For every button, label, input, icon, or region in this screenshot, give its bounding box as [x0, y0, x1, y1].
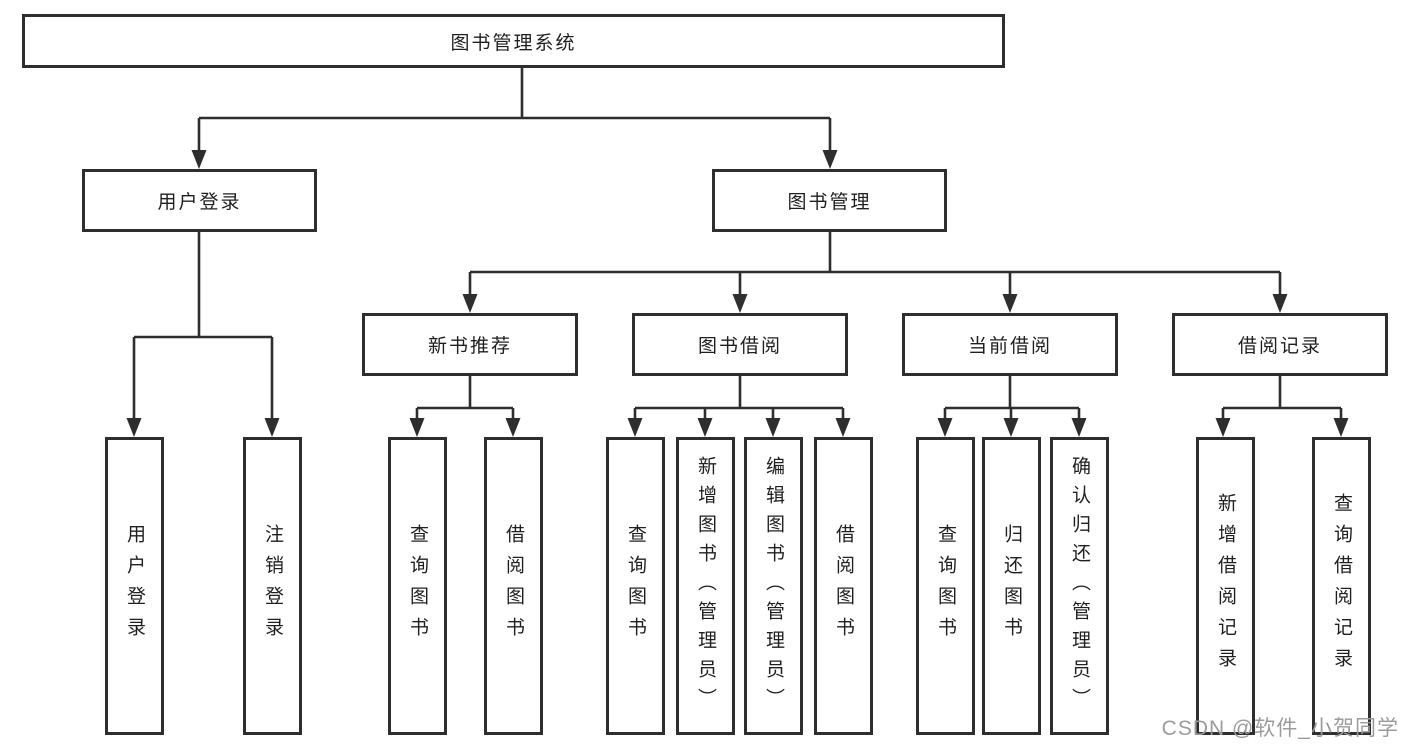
- leaf-confirm-return-admin: 确认归还（管理员）: [1050, 437, 1109, 735]
- book-borrow-connectors: [633, 376, 845, 420]
- borrow-records-connectors: [1221, 376, 1343, 420]
- node-current-borrow: 当前借阅: [902, 313, 1118, 376]
- leaf-query-book-current: 查询图书: [916, 437, 975, 735]
- leaf-query-book-borrow: 查询图书: [606, 437, 665, 735]
- book-management-connectors: [468, 232, 1282, 296]
- node-user-login: 用户登录: [82, 169, 317, 232]
- leaf-query-book-recommend: 查询图书: [388, 437, 447, 735]
- leaf-borrow-book-recommend: 借阅图书: [484, 437, 543, 735]
- node-book-management: 图书管理: [712, 169, 947, 232]
- csdn-watermark: CSDN @软件_小贺同学: [1161, 717, 1399, 740]
- user-login-connectors: [132, 232, 274, 420]
- leaf-add-borrow-record: 新增借阅记录: [1196, 437, 1255, 735]
- leaf-user-login: 用户登录: [105, 437, 164, 735]
- node-library-management-system: 图书管理系统: [22, 14, 1005, 68]
- leaf-logout-login: 注销登录: [243, 437, 302, 735]
- leaf-query-borrow-record: 查询借阅记录: [1312, 437, 1371, 735]
- node-new-book-recommend: 新书推荐: [362, 313, 578, 376]
- leaf-borrow-book: 借阅图书: [814, 437, 873, 735]
- leaf-add-book-admin: 新增图书（管理员）: [676, 437, 735, 735]
- node-book-borrow: 图书借阅: [632, 313, 848, 376]
- root-connectors: [197, 68, 832, 152]
- arrowheads: [126, 150, 1349, 437]
- new-book-recommend-connectors: [415, 376, 515, 420]
- current-borrow-connectors: [943, 376, 1081, 420]
- leaf-return-book: 归还图书: [982, 437, 1041, 735]
- node-borrow-records: 借阅记录: [1172, 313, 1388, 376]
- leaf-edit-book-admin: 编辑图书（管理员）: [744, 437, 803, 735]
